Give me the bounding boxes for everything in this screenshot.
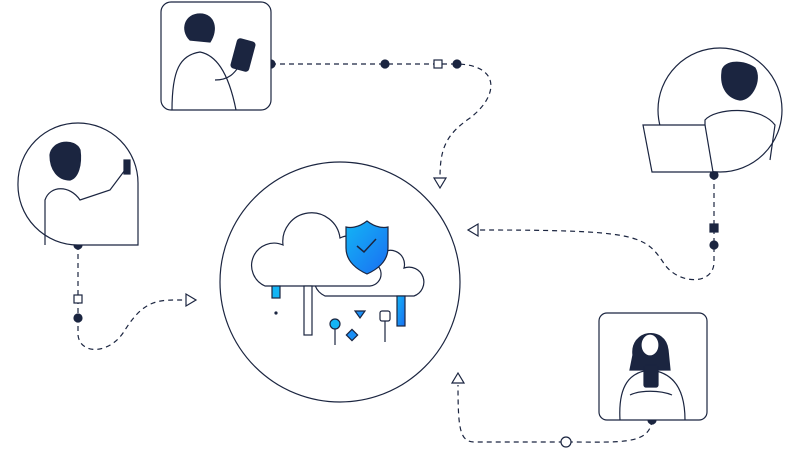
arrow-up-icon (450, 371, 466, 384)
node-dot (380, 59, 390, 69)
connector-right (479, 175, 715, 281)
node-circle (560, 436, 572, 448)
node-dot (73, 313, 83, 323)
node-dot (452, 59, 462, 69)
user-avatar-tablet (160, 1, 272, 111)
user-avatar-phone (17, 122, 139, 246)
node-square (433, 59, 443, 69)
user-avatar-phone-2 (598, 312, 708, 421)
arrow-right-icon (185, 292, 198, 308)
user-avatar-laptop (642, 47, 783, 173)
node-dot (709, 240, 719, 250)
shield-check-icon (345, 220, 389, 275)
node-square (709, 223, 719, 233)
connector-left (77, 245, 186, 350)
node-square (73, 294, 83, 304)
arrow-down-icon (432, 177, 448, 190)
connector-top (271, 63, 492, 179)
arrow-left-icon (466, 222, 479, 238)
